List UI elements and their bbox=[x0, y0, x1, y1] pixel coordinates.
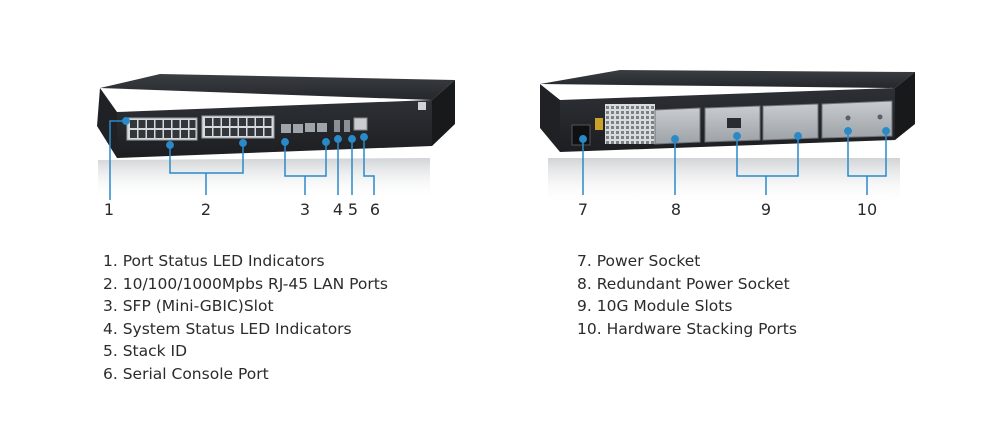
callout-dot-1 bbox=[122, 117, 130, 125]
legend-item: 3. SFP (Mini-GBIC)Slot bbox=[103, 297, 274, 316]
callout-number-4: 4 bbox=[332, 200, 344, 219]
legend-item: 8. Redundant Power Socket bbox=[577, 274, 790, 293]
callout-number-7: 7 bbox=[577, 200, 589, 219]
legend-item: 6. Serial Console Port bbox=[103, 364, 269, 383]
callout-line-1 bbox=[109, 120, 126, 200]
module-slot-plate bbox=[762, 103, 819, 141]
legend-item: 9. 10G Module Slots bbox=[577, 297, 733, 316]
console-port bbox=[353, 117, 368, 131]
callout-dot-2a bbox=[166, 141, 174, 149]
brand-logo bbox=[418, 102, 426, 110]
stack-id-display bbox=[344, 120, 350, 132]
sfp-slots bbox=[281, 123, 327, 133]
callout-dot-5 bbox=[348, 135, 356, 143]
front-callouts bbox=[109, 117, 375, 200]
rj45-port-block bbox=[126, 117, 198, 141]
rear-switch-image bbox=[540, 70, 915, 205]
callout-number-10: 10 bbox=[856, 200, 878, 219]
callout-number-2: 2 bbox=[200, 200, 212, 219]
stacking-port-plate bbox=[821, 100, 893, 139]
callout-dot-3a bbox=[281, 138, 289, 146]
callout-dot-9b bbox=[794, 132, 802, 140]
callout-number-5: 5 bbox=[347, 200, 359, 219]
callout-dot-9a bbox=[733, 132, 741, 140]
rj45-port-block bbox=[201, 115, 275, 139]
callout-dot-2b bbox=[239, 139, 247, 147]
callout-line-6 bbox=[363, 138, 375, 195]
callout-dot-10b bbox=[882, 127, 890, 135]
legend-item: 1. Port Status LED Indicators bbox=[103, 252, 325, 270]
rear-callouts bbox=[579, 127, 890, 195]
rear-legend: 7. Power Socket 8. Redundant Power Socke… bbox=[577, 250, 797, 340]
callout-line-9 bbox=[736, 136, 799, 177]
legend-item: 4. System Status LED Indicators bbox=[103, 319, 352, 338]
legend-item: 2. 10/100/1000Mpbs RJ-45 LAN Ports bbox=[103, 274, 388, 293]
legend-item: 5. Stack ID bbox=[103, 342, 188, 361]
vent-grille bbox=[605, 104, 655, 144]
callout-number-1: 1 bbox=[103, 200, 115, 219]
callout-dot-8 bbox=[671, 135, 679, 143]
callout-dot-7 bbox=[579, 135, 587, 143]
callout-number-9: 9 bbox=[760, 200, 772, 219]
callout-dot-4 bbox=[334, 135, 342, 143]
callout-dot-6 bbox=[360, 133, 368, 141]
legend-item: 7. Power Socket bbox=[577, 252, 701, 270]
callout-number-8: 8 bbox=[670, 200, 682, 219]
callout-dot-3b bbox=[322, 138, 330, 146]
callout-dot-10a bbox=[844, 127, 852, 135]
redundant-power-plate bbox=[654, 107, 701, 145]
callout-number-3: 3 bbox=[299, 200, 311, 219]
warning-label bbox=[595, 118, 603, 130]
front-switch-image bbox=[97, 74, 455, 200]
front-legend: 1. Port Status LED Indicators 2. 10/100/… bbox=[103, 250, 388, 386]
status-led-block bbox=[334, 120, 340, 132]
legend-item: 10. Hardware Stacking Ports bbox=[577, 319, 797, 338]
callout-number-6: 6 bbox=[369, 200, 381, 219]
module-slot-port bbox=[727, 118, 741, 128]
